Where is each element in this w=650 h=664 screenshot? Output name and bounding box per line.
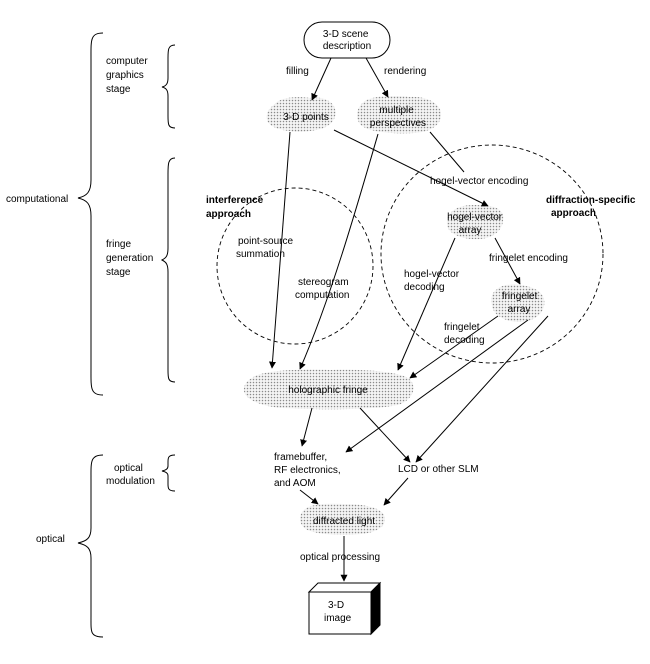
interference-approach-label: interference approach <box>206 195 266 220</box>
holographic-fringe-label: holographic fringe <box>288 385 368 396</box>
edge-lcd-to-light <box>383 477 409 506</box>
interference-approach-circle <box>216 187 374 345</box>
fringelet-array-blob <box>491 284 545 322</box>
edge-point-source-summation <box>268 131 291 369</box>
stage-label-fringe-generation: fringe generation stage <box>106 239 156 278</box>
fringelet-array-label: fringelet array <box>502 291 540 315</box>
edge-label-optical-processing: optical processing <box>300 552 380 563</box>
edge-label-fringelet-encoding: fringelet encoding <box>489 253 568 264</box>
diffraction-specific-approach-label: diffraction-specific approach <box>546 195 638 219</box>
edge-label-fringelet-decoding: fringelet decoding <box>444 322 485 346</box>
edge-label-hogel-vector-decoding: hogel-vector decoding <box>404 269 462 293</box>
edge-rendering <box>365 57 389 98</box>
computer-graphics-bracket <box>161 44 176 129</box>
stage-label-computer-graphics: computer graphics stage <box>106 56 150 95</box>
edge-fringelet-encoding <box>494 237 521 285</box>
framebuffer-label: framebuffer, RF electronics, and AOM <box>274 452 343 489</box>
edge-points-to-hogel-array <box>333 129 489 207</box>
edge-label-point-source-summation: point-source summation <box>236 236 296 260</box>
edge-fringelet-decoding <box>409 315 499 379</box>
edge-perspectives-to-hogel <box>429 131 465 173</box>
image-3d-cube <box>307 581 382 636</box>
hogel-vector-array-label: hogel-vector array <box>447 212 505 236</box>
edges <box>268 57 549 582</box>
stage-label-computational: computational <box>6 194 68 205</box>
scene-description-label: 3-D scene description <box>323 29 371 52</box>
edge-fringelet-to-lcd <box>415 315 549 463</box>
multiple-perspectives-blob <box>356 96 442 134</box>
image-3d-label: 3-D image <box>324 600 352 624</box>
edge-stereogram-computation <box>299 133 379 370</box>
optical-bracket <box>77 454 104 638</box>
points-3d-blob <box>266 97 336 132</box>
diffracted-light-blob <box>300 503 386 535</box>
scene-description-node <box>303 21 391 59</box>
points-3d-label: 3-D points <box>283 112 329 123</box>
lcd-slm-label: LCD or other SLM <box>398 464 479 475</box>
stage-label-optical-modulation: optical modulation <box>106 463 155 487</box>
multiple-perspectives-label: multiple perspectives <box>370 105 426 129</box>
stage-label-optical: optical <box>36 534 65 545</box>
stage-brackets <box>77 32 176 638</box>
holographic-fringe-blob <box>243 369 414 410</box>
computational-bracket <box>77 32 104 396</box>
edge-fringe-to-framebuffer <box>300 407 313 447</box>
edge-framebuffer-to-light <box>299 489 319 505</box>
edge-label-stereogram-computation: stereogram computation <box>295 277 351 301</box>
edge-fringelet-to-framebuffer <box>345 319 529 453</box>
hogel-vector-array-blob <box>446 205 504 240</box>
edge-hogel-vector-decoding <box>397 237 456 371</box>
diffracted-light-label: diffracted light <box>313 516 375 527</box>
edge-label-rendering: rendering <box>384 66 426 77</box>
optical-modulation-bracket <box>161 454 176 492</box>
edge-fringe-to-lcd <box>359 407 411 463</box>
fringe-generation-bracket <box>160 157 176 383</box>
edge-label-filling: filling <box>286 66 309 77</box>
edge-label-hogel-vector-encoding: hogel-vector encoding <box>430 176 528 187</box>
diffraction-specific-approach-circle <box>380 144 604 364</box>
edge-filling <box>311 57 332 101</box>
